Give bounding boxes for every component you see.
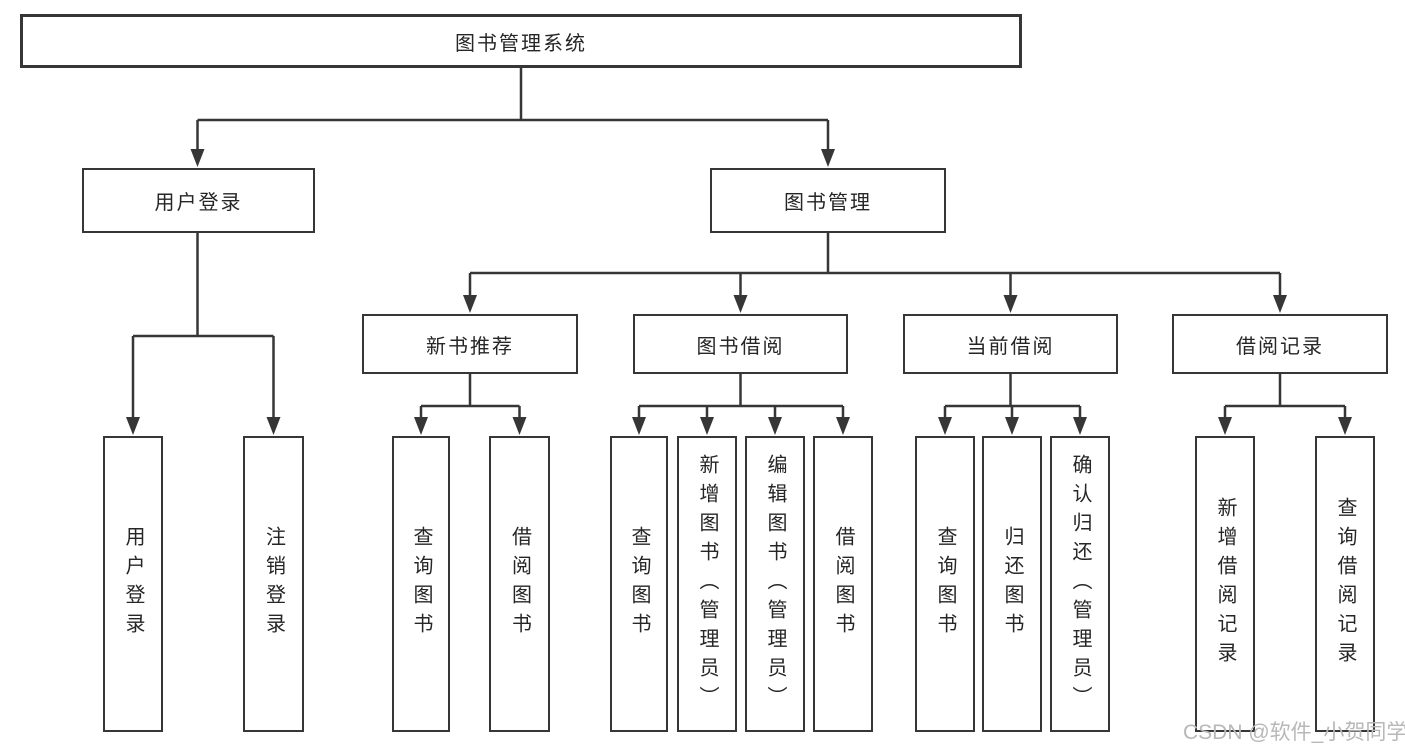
node-library-management-system: 图书管理系统: [20, 14, 1022, 68]
node-label: 新增图书（管理员）: [696, 453, 718, 715]
leaf-user-login: 用户登录: [103, 436, 163, 732]
arrowheads: [126, 149, 1352, 435]
node-label: 注销登录: [262, 526, 285, 642]
node-borrowing-records: 借阅记录: [1172, 314, 1388, 374]
node-label: 用户登录: [154, 192, 243, 214]
leaf-query-books-recommend: 查询图书: [392, 436, 450, 732]
node-user-login-branch: 用户登录: [82, 168, 315, 233]
node-book-management: 图书管理: [710, 168, 946, 233]
leaf-add-borrow-record: 新增借阅记录: [1195, 436, 1255, 732]
leaf-return-books: 归还图书: [982, 436, 1042, 732]
connector-new-book-branch: [419, 374, 521, 420]
connector-book-borrow-branch: [637, 374, 845, 420]
node-label: 新书推荐: [426, 335, 514, 358]
node-label: 借阅图书: [832, 526, 854, 642]
node-label: 查询图书: [934, 526, 956, 642]
leaf-borrow-books: 借阅图书: [813, 436, 873, 732]
leaf-add-books-admin: 新增图书（管理员）: [677, 436, 737, 732]
connector-book-mgmt-branch: [468, 233, 1282, 298]
node-label: 用户登录: [122, 526, 144, 642]
csdn-watermark: CSDN @软件_小贺同学: [1183, 721, 1405, 744]
leaf-query-books-current: 查询图书: [915, 436, 975, 732]
node-label: 借阅图书: [508, 526, 531, 642]
node-label: 查询图书: [410, 526, 432, 642]
node-label: 编辑图书（管理员）: [764, 453, 786, 715]
connector-user-login-branch: [131, 233, 275, 420]
node-label: 图书管理: [784, 192, 872, 214]
node-label: 归还图书: [1001, 526, 1023, 642]
node-current-borrowing: 当前借阅: [903, 314, 1118, 374]
node-label: 确认归还（管理员）: [1069, 453, 1091, 715]
node-label: 查询图书: [628, 526, 650, 642]
node-label: 当前借阅: [966, 335, 1055, 358]
leaf-query-books-borrowing: 查询图书: [610, 436, 668, 732]
leaf-logout: 注销登录: [243, 436, 304, 732]
leaf-edit-books-admin: 编辑图书（管理员）: [745, 436, 805, 732]
connector-root-to-level2: [196, 68, 830, 152]
node-label: 图书借阅: [696, 335, 785, 358]
connector-borrow-record-branch: [1223, 374, 1347, 420]
node-label: 新增借阅记录: [1214, 497, 1236, 671]
leaf-confirm-return-admin: 确认归还（管理员）: [1050, 436, 1110, 732]
node-label: 图书管理系统: [455, 32, 587, 55]
node-label: 查询借阅记录: [1334, 497, 1356, 671]
node-book-borrowing: 图书借阅: [633, 314, 848, 374]
node-label: 借阅记录: [1236, 335, 1324, 358]
leaf-query-borrow-record: 查询借阅记录: [1315, 436, 1375, 732]
leaf-borrow-books-recommend: 借阅图书: [489, 436, 550, 732]
node-new-book-recommend: 新书推荐: [362, 314, 578, 374]
connector-current-borrow-branch: [943, 374, 1082, 420]
